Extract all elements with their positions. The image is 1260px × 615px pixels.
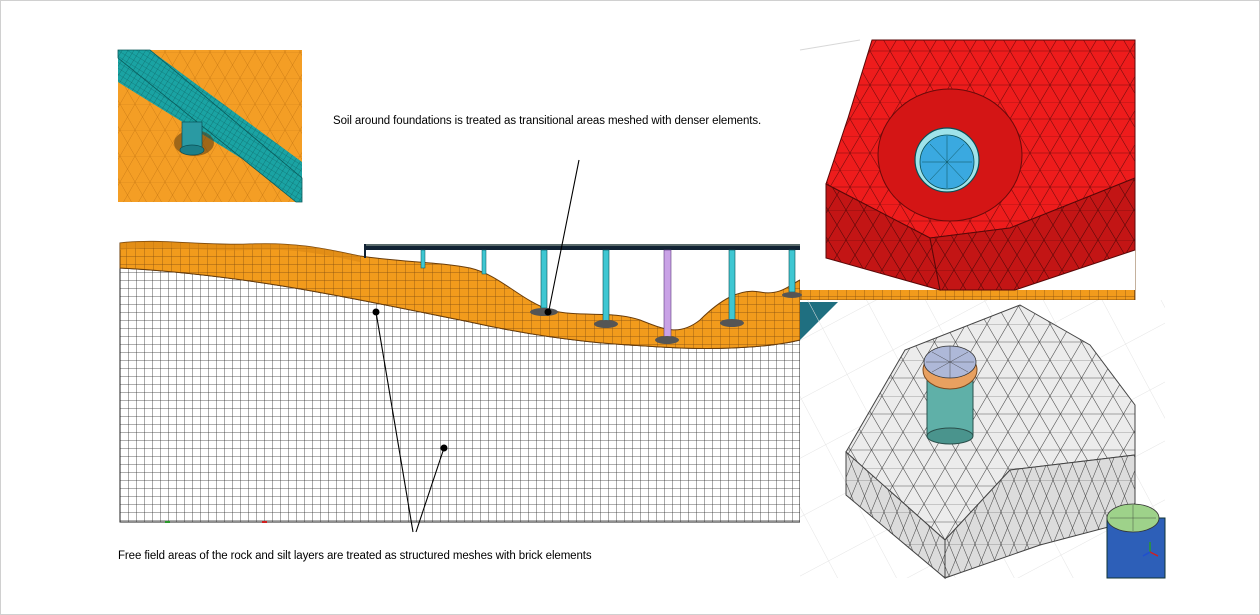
inset-pile-cap-detail: [117, 49, 303, 203]
annotation-transitional-areas: Soil around foundations is treated as tr…: [333, 115, 762, 127]
inset-foundation-block: [799, 39, 1136, 291]
axis-triad-icon: [1142, 542, 1159, 557]
inset-grey-foundation: [800, 300, 1166, 580]
bridge-deck: [364, 244, 845, 258]
annotation-free-field-areas: Free field areas of the rock and silt la…: [118, 550, 592, 562]
leader-lines: [372, 159, 580, 533]
